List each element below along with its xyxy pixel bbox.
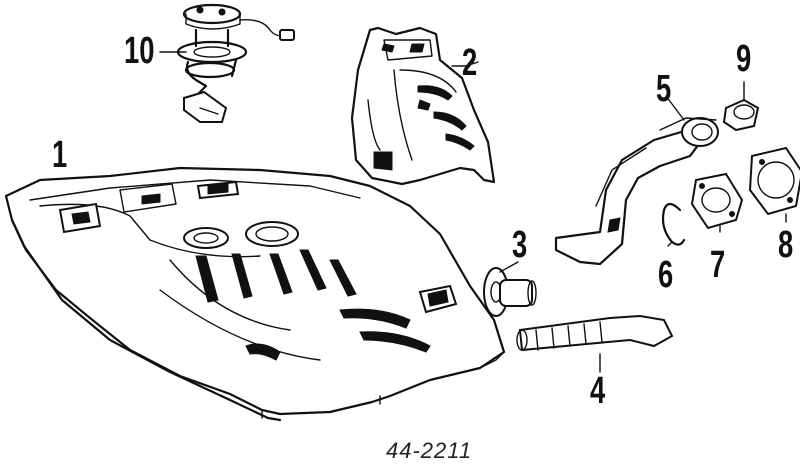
filler-neck: [554, 117, 719, 266]
fuel-cap: [722, 98, 760, 132]
callout-1: 1: [52, 134, 68, 176]
callout-7: 7: [710, 244, 726, 286]
callout-3: 3: [512, 224, 528, 266]
tank-fitting: [483, 267, 537, 317]
catalog-number: 44-2211: [386, 438, 473, 463]
fuel-tank: [4, 166, 506, 422]
mounting-flange: [748, 146, 800, 216]
callout-10: 10: [124, 30, 155, 72]
callout-2: 2: [462, 42, 478, 84]
callout-5: 5: [656, 68, 672, 110]
callout-6: 6: [658, 254, 674, 296]
fuel-pump-sender-assembly: [176, 3, 295, 123]
heat-shield: [350, 26, 496, 186]
gasket-plate: [690, 172, 744, 230]
callout-4: 4: [590, 370, 606, 412]
callout-8: 8: [778, 224, 794, 266]
callout-9: 9: [736, 38, 752, 80]
snap-ring: [661, 202, 686, 246]
leader-lines: [159, 51, 787, 373]
filler-hose: [516, 314, 674, 352]
